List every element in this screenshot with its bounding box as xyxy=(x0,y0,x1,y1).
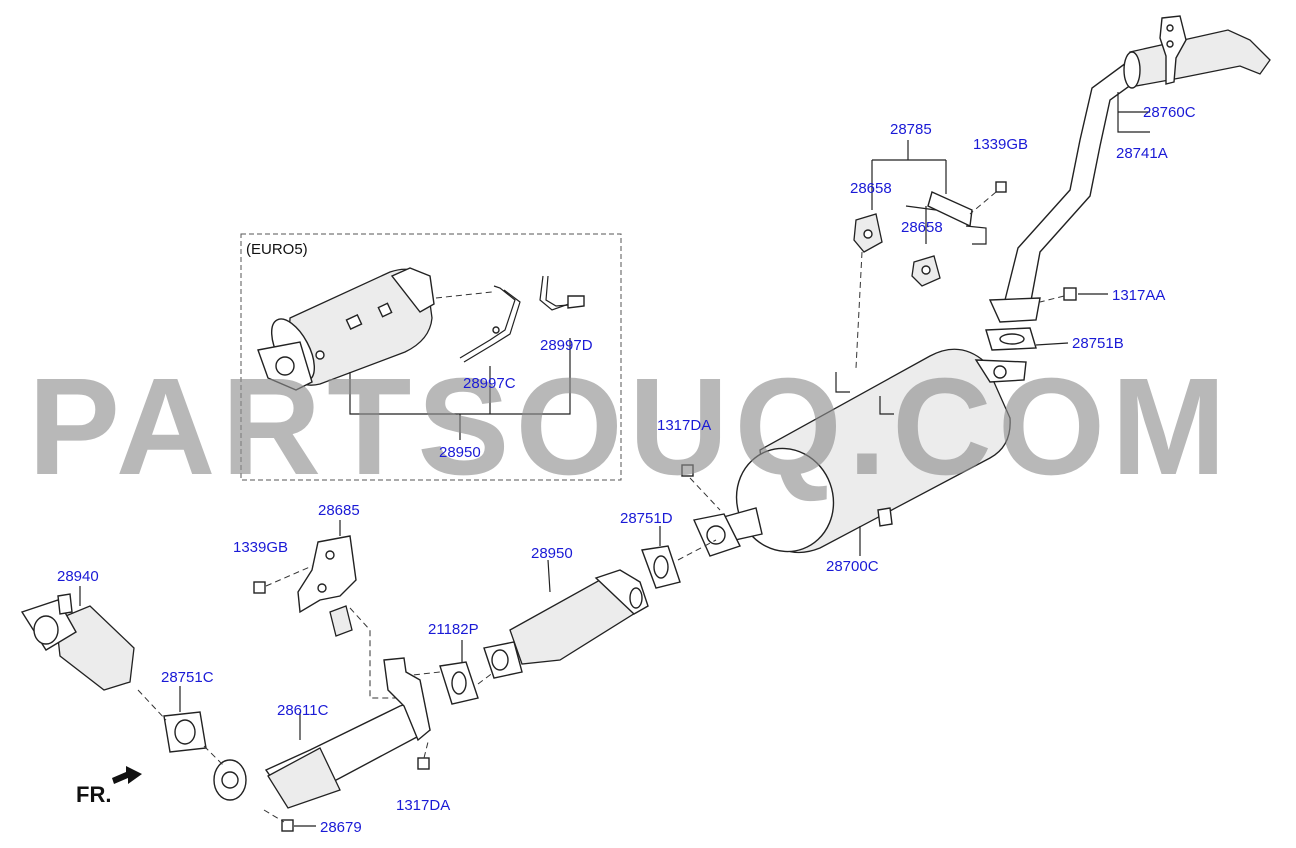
sensor-pipe-28997D[interactable] xyxy=(539,275,585,311)
callout-28760C[interactable]: 28760C xyxy=(1143,104,1196,121)
sensor-pipe-28997C[interactable] xyxy=(459,285,521,363)
nut-1339GB-top[interactable] xyxy=(995,181,1007,193)
callout-28679[interactable]: 28679 xyxy=(320,819,362,836)
callout-21182P[interactable]: 21182P xyxy=(428,621,479,638)
callout-28785[interactable]: 28785 xyxy=(890,121,932,138)
front-direction-arrow-icon xyxy=(112,766,142,784)
tail-pipe-28741A[interactable] xyxy=(988,29,1271,323)
front-indicator-label: FR. xyxy=(76,782,112,807)
gasket-28751C[interactable] xyxy=(163,711,207,753)
callout-28741A[interactable]: 28741A xyxy=(1116,145,1168,162)
euro5-label: (EURO5) xyxy=(246,241,308,258)
callout-1339GB-top[interactable]: 1339GB xyxy=(973,136,1029,153)
callout-28685[interactable]: 28685 xyxy=(318,502,360,519)
callout-1317DA-mid[interactable]: 1317DA xyxy=(657,417,712,434)
gasket-21182P[interactable] xyxy=(439,661,479,705)
dpf-catalyst-euro5[interactable] xyxy=(257,267,435,391)
nut-1339GB-low[interactable] xyxy=(253,581,266,594)
hanger-28760C[interactable] xyxy=(1159,15,1187,85)
catalytic-converter-28950[interactable] xyxy=(483,569,649,679)
callout-28751C[interactable]: 28751C xyxy=(161,669,214,686)
euro5-option-box xyxy=(240,233,622,481)
callout-1317DA-low[interactable]: 1317DA xyxy=(396,797,451,814)
callout-28950-euro5[interactable]: 28950 xyxy=(439,444,481,461)
nut-1317AA[interactable] xyxy=(1063,287,1077,301)
callout-1317AA[interactable]: 1317AA xyxy=(1112,287,1166,304)
callout-28997D[interactable]: 28997D xyxy=(540,337,593,354)
rubber-hanger-28658-b[interactable] xyxy=(911,255,941,287)
callout-28997C[interactable]: 28997C xyxy=(463,375,516,392)
gasket-28751B[interactable] xyxy=(985,327,1037,351)
callout-28611C[interactable]: 28611C xyxy=(277,702,329,719)
hanger-bracket-28785[interactable] xyxy=(905,191,987,245)
callout-28658-b[interactable]: 28658 xyxy=(901,219,943,236)
catalyst-28940[interactable] xyxy=(20,593,135,691)
nut-28679[interactable] xyxy=(281,819,294,832)
callout-1339GB-low[interactable]: 1339GB xyxy=(233,539,289,556)
callout-28751B[interactable]: 28751B xyxy=(1072,335,1124,352)
bracket-28685[interactable] xyxy=(297,535,357,637)
callout-28700C[interactable]: 28700C xyxy=(826,558,879,575)
nut-1317DA-low[interactable] xyxy=(417,757,430,770)
callout-28658-a[interactable]: 28658 xyxy=(850,180,892,197)
rubber-hanger-28658-a[interactable] xyxy=(853,213,883,253)
front-pipe-28611C[interactable] xyxy=(213,657,431,809)
gasket-28751D[interactable] xyxy=(641,545,681,589)
callout-28751D[interactable]: 28751D xyxy=(620,510,673,527)
callout-28940[interactable]: 28940 xyxy=(57,568,99,585)
nut-1317DA-mid[interactable] xyxy=(681,464,694,477)
callout-28950[interactable]: 28950 xyxy=(531,545,573,562)
